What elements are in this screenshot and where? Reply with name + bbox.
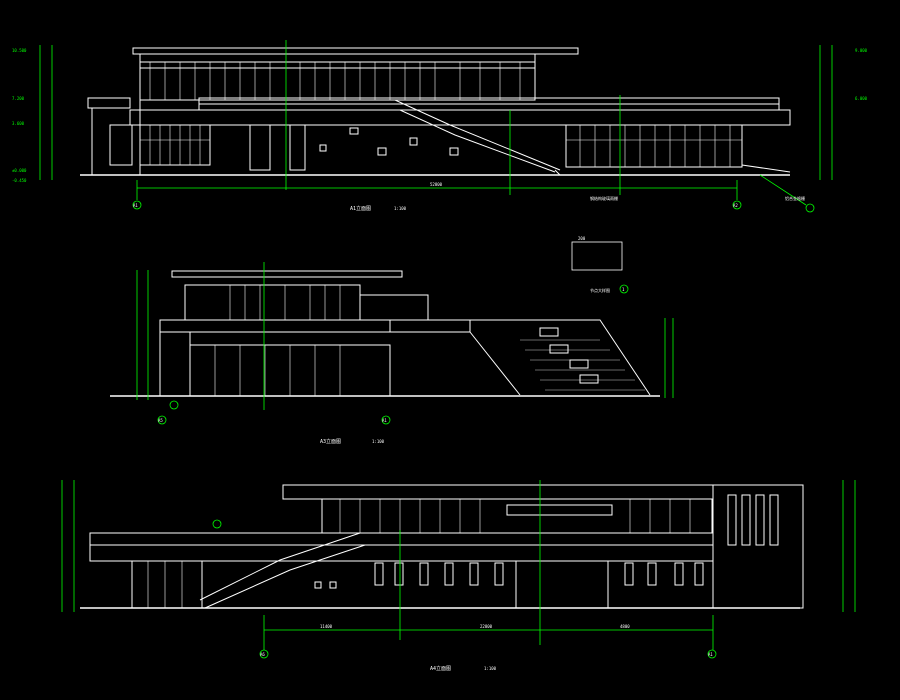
level-labels: 10.500 7.200 3.600 ±0.000 -0.450 9.000 6…	[12, 48, 868, 183]
elev3-title: A4立面图	[430, 665, 451, 672]
elev3-dim-a: 11400	[320, 624, 333, 629]
elev2-title: A3立面图	[320, 438, 341, 445]
detail-dim: 200	[578, 236, 586, 241]
detail-label: 节点大样图	[590, 287, 610, 293]
elev2-grid-mid: A1	[382, 418, 387, 423]
elevation-2	[110, 270, 660, 397]
level-6: 9.000	[855, 48, 868, 53]
elevation-1-dims	[39, 40, 833, 213]
elev1-title: A1立面图	[350, 205, 371, 212]
elevation-3-dims	[61, 480, 856, 659]
elev1-grid-right: A2	[733, 203, 738, 208]
elevation-3	[80, 484, 804, 609]
elev3-grid-right: A1	[708, 652, 713, 657]
elev1-note-right: 铝合金格栅	[785, 195, 805, 201]
elev3-dim-overall: 22800	[480, 624, 493, 629]
elev1-note-mid: 钢结构玻璃雨棚	[590, 195, 618, 201]
elev1-grid-left: A1	[133, 203, 138, 208]
elevation-2-dims	[136, 241, 674, 425]
elev3-dim-b: 4800	[620, 624, 630, 629]
detail-num: 1	[622, 287, 625, 292]
elev2-scale: 1:100	[372, 439, 385, 444]
level-7: 6.000	[855, 96, 868, 101]
level-4: ±0.000	[12, 168, 27, 173]
elev3-scale: 1:100	[484, 666, 497, 671]
level-1: 10.500	[12, 48, 27, 53]
elev2-grid-left: A5	[158, 418, 163, 423]
level-3: 3.600	[12, 121, 25, 126]
level-2: 7.200	[12, 96, 25, 101]
level-5: -0.450	[12, 178, 27, 183]
elev1-scale: 1:100	[394, 206, 407, 211]
elevation-1	[80, 47, 791, 176]
elev3-grid-left: A6	[260, 652, 265, 657]
elev1-dim-overall: 52800	[430, 182, 443, 187]
